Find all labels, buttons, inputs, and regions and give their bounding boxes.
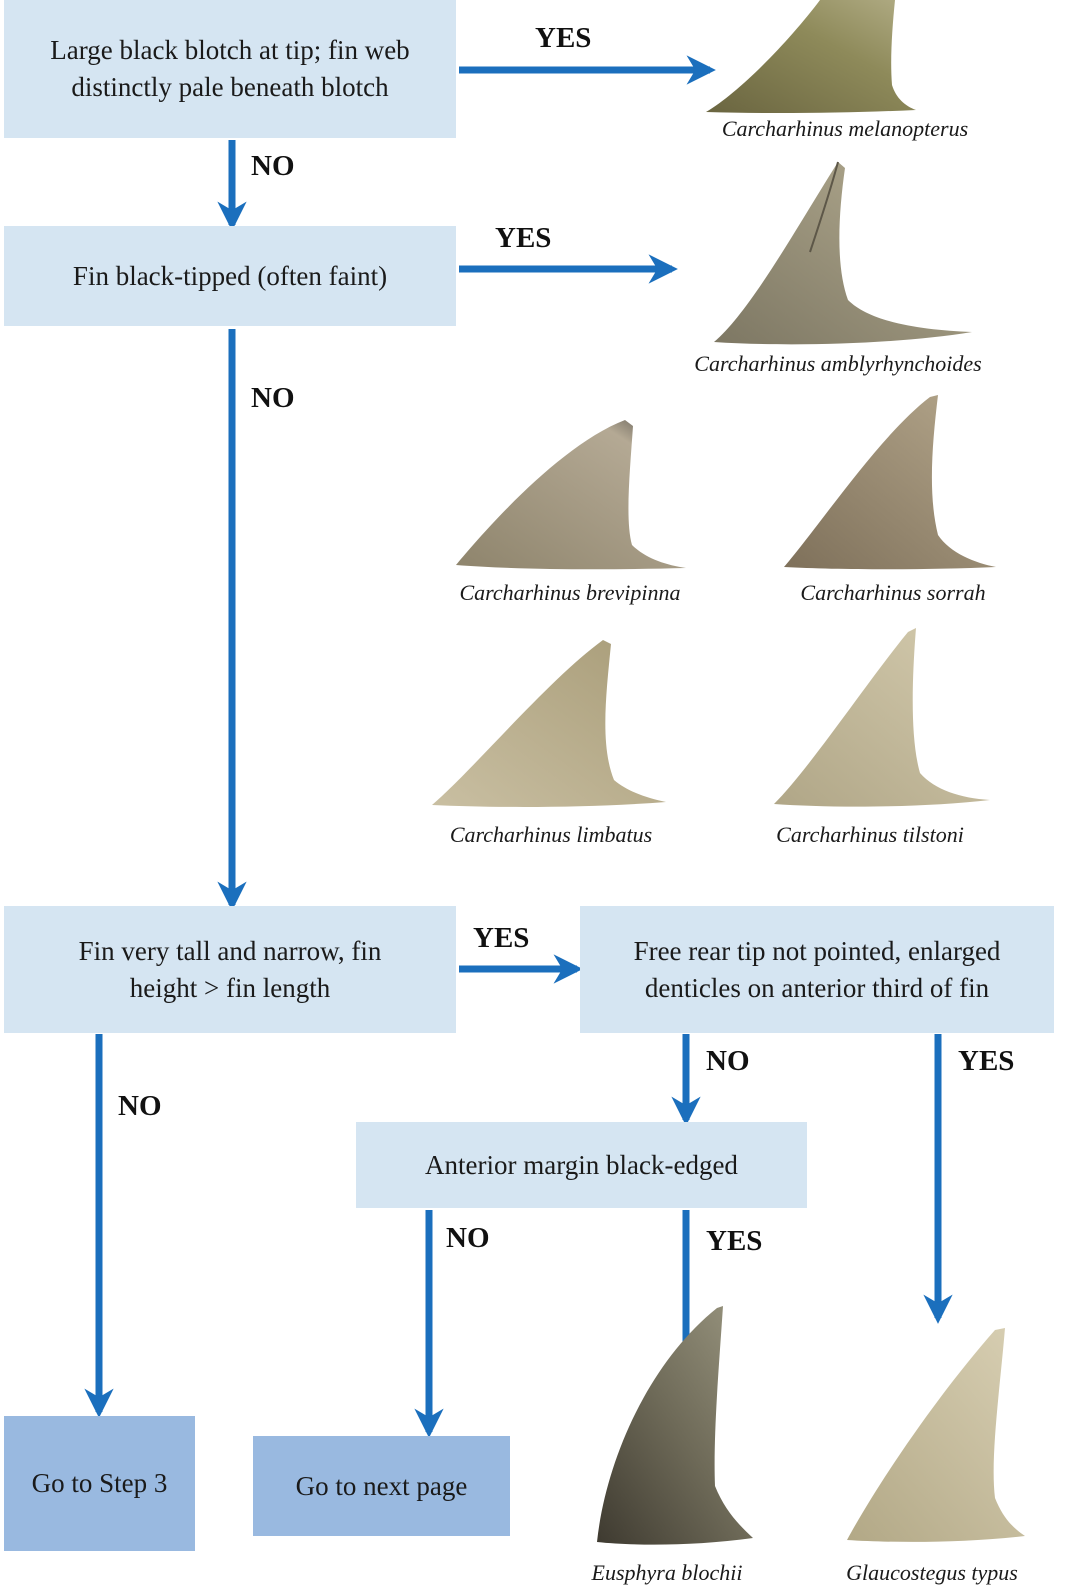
fin-image-typus — [847, 1328, 1025, 1542]
label-q1-yes: YES — [535, 22, 592, 54]
terminal-box-next-page: Go to next page — [253, 1436, 510, 1536]
caption-typus: Glaucostegus typus — [846, 1560, 1018, 1585]
label-q4-no: NO — [706, 1045, 750, 1077]
label-q2-yes: YES — [495, 222, 552, 254]
caption-amblyrhynchoides: Carcharhinus amblyrhynchoides — [694, 351, 982, 376]
terminal-box-step-3: Go to Step 3 — [4, 1416, 195, 1551]
caption-tilstoni: Carcharhinus tilstoni — [776, 822, 964, 847]
label-q5-no: NO — [446, 1222, 490, 1254]
fin-image-tilstoni — [774, 628, 990, 807]
label-q5-yes: YES — [706, 1225, 763, 1257]
label-q3-no: NO — [118, 1090, 162, 1122]
question-box-black-tipped: Fin black-tipped (often faint) — [4, 226, 456, 326]
question-box-large-black-blotch: Large black blotch at tip; fin web disti… — [4, 0, 456, 138]
label-q3-yes: YES — [473, 922, 530, 954]
question-box-tall-narrow: Fin very tall and narrow, fin height > f… — [4, 906, 456, 1033]
fin-image-amblyrhynchoides — [714, 161, 972, 345]
fin-image-blochii — [597, 1306, 753, 1545]
question-box-anterior-margin: Anterior margin black-edged — [356, 1122, 807, 1208]
caption-blochii: Eusphyra blochii — [591, 1560, 743, 1585]
fin-image-sorrah — [784, 395, 996, 570]
question-box-free-rear-tip: Free rear tip not pointed, enlarged dent… — [580, 906, 1054, 1033]
label-q4-yes: YES — [958, 1045, 1015, 1077]
caption-brevipinna: Carcharhinus brevipinna — [459, 580, 681, 605]
label-q1-no: NO — [251, 150, 295, 182]
fin-image-melanopterus — [706, 0, 916, 114]
caption-melanopterus: Carcharhinus melanopterus — [721, 116, 969, 141]
label-q2-no: NO — [251, 382, 295, 414]
fin-image-brevipinna — [456, 420, 686, 570]
caption-sorrah: Carcharhinus sorrah — [800, 580, 986, 605]
caption-limbatus: Carcharhinus limbatus — [449, 822, 653, 847]
fin-image-limbatus — [432, 640, 666, 807]
